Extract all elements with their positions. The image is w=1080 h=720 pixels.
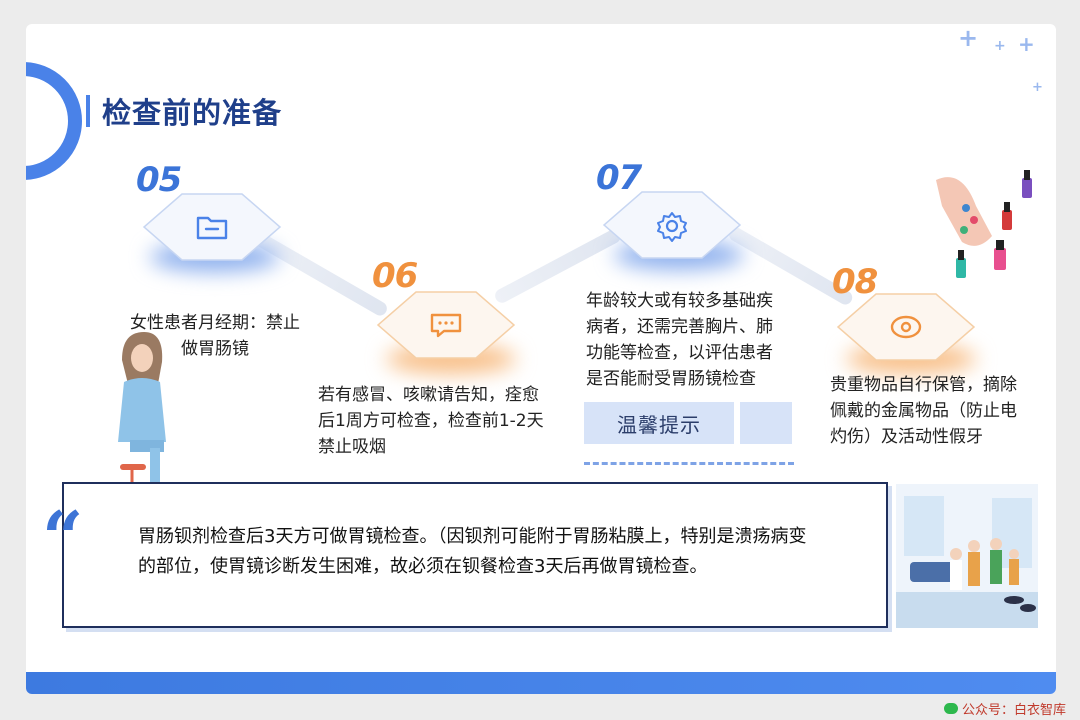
step-card-06 <box>376 288 516 362</box>
step-text-08: 贵重物品自行保管，摘除 佩戴的金属物品（防止电 灼伤）及活动性假牙 <box>830 375 1017 447</box>
tip-dashed-line <box>584 462 794 465</box>
tip-decoration-box <box>740 402 792 444</box>
chat-bubble-icon <box>430 313 462 338</box>
gear-icon <box>657 212 687 242</box>
watermark-text: 公众号：白衣智库 <box>961 703 1066 718</box>
sparkle-icon: + <box>958 24 979 52</box>
warm-tip-label: 温馨提示 <box>584 402 734 444</box>
corner-ring-decoration <box>26 62 82 180</box>
nail-polish-illustration <box>936 170 1032 278</box>
quote-icon: “ <box>42 495 84 580</box>
wechat-icon <box>943 703 958 714</box>
seated-woman-illustration <box>118 332 166 512</box>
clinic-illustration <box>896 484 1038 628</box>
step-text-07: 年龄较大或有较多基础疾 病者，还需完善胸片、肺 功能等检查，以评估患者 是否能耐… <box>586 291 773 389</box>
step-number-07: 07 <box>596 158 642 198</box>
sparkle-icon: + <box>1032 80 1043 95</box>
step-number-08: 08 <box>832 262 878 302</box>
quote-box <box>62 482 888 628</box>
sparkle-icon: + <box>994 38 1006 54</box>
title-block: 检查前的准备 <box>86 90 282 132</box>
step-card-08 <box>836 290 976 364</box>
slide: + + + + 检查前的准备 05 女性患者月经期：禁止 做胃肠镜 06 若有感… <box>26 24 1056 694</box>
step-text-05: 女性患者月经期：禁止 做胃肠镜 <box>130 313 300 359</box>
eye-icon <box>890 315 922 339</box>
page-title: 检查前的准备 <box>102 96 283 130</box>
title-accent-bar <box>86 95 90 127</box>
sparkle-icon: + <box>1018 32 1035 56</box>
step-diamond <box>836 293 976 361</box>
step-text-06: 若有感冒、咳嗽请告知，痊愈 后1周方可检查，检查前1-2天 禁止吸烟 <box>318 385 544 457</box>
folder-icon <box>196 216 228 240</box>
step-card-07 <box>602 188 742 262</box>
step-diamond <box>602 191 742 259</box>
bottom-accent-bar <box>26 672 1056 694</box>
step-card-05 <box>142 190 282 264</box>
step-diamond <box>142 193 282 261</box>
quote-text: 胃肠钡剂检查后3天方可做胃镜检查。（因钡剂可能附于胃肠粘膜上，特别是溃疡病变的部… <box>138 526 807 577</box>
step-number-05: 05 <box>136 160 182 200</box>
watermark: 公众号：白衣智库 <box>943 699 1066 718</box>
step-diamond <box>376 291 516 359</box>
step-number-06: 06 <box>372 256 418 296</box>
